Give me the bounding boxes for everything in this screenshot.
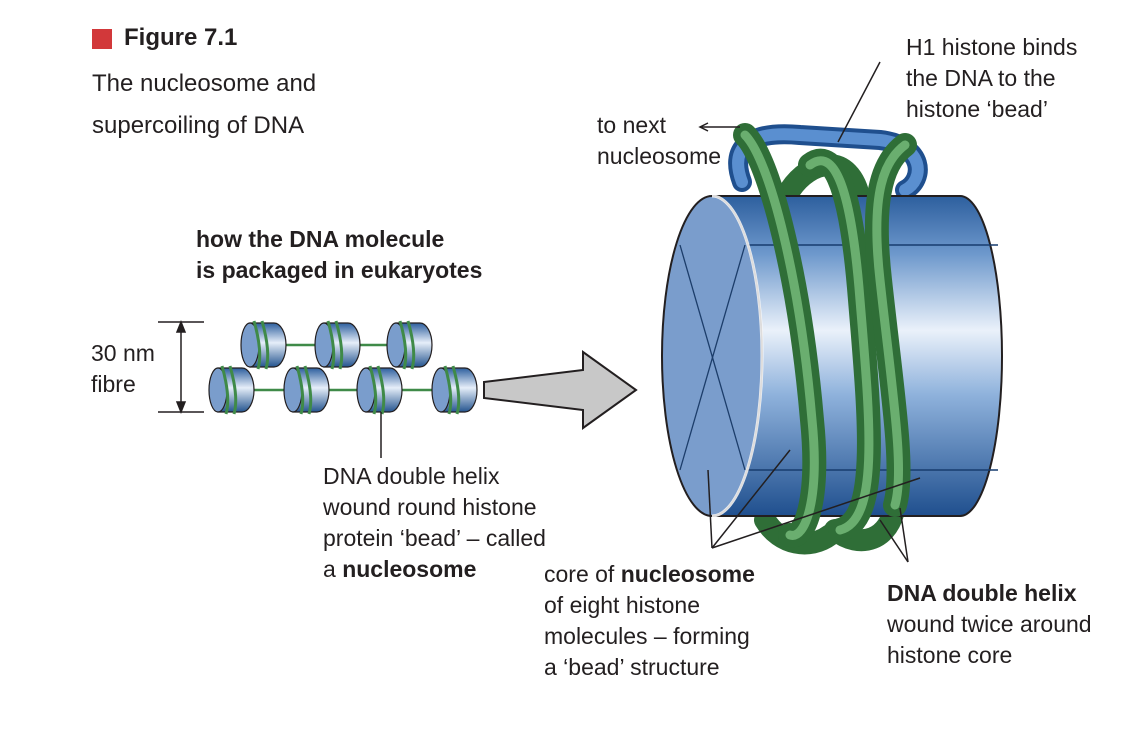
- core-label-line: molecules – forming: [544, 623, 750, 649]
- nucleosome-label-prefix: a: [323, 556, 343, 582]
- dna-helix-title: DNA double helix: [887, 580, 1077, 606]
- histone-core-cylinder: [661, 194, 1003, 518]
- core-label: core of nucleosome of eight histone mole…: [544, 559, 755, 683]
- core-label-line: of eight histone: [544, 592, 701, 618]
- next-nucleosome-line: to next: [597, 112, 667, 138]
- dna-helix-line: wound twice around: [887, 611, 1092, 637]
- h1-histone-label: H1 histone binds the DNA to the histone …: [906, 32, 1077, 125]
- nucleosome-label: DNA double helix wound round histone pro…: [323, 461, 546, 585]
- small-nucleosome: [431, 365, 478, 415]
- nucleosome-label-line: DNA double helix: [323, 463, 500, 489]
- dna-helix-line: histone core: [887, 642, 1013, 668]
- packaging-heading: how the DNA molecule is packaged in euka…: [196, 224, 482, 286]
- figure-caption-line: The nucleosome and: [92, 70, 317, 97]
- fibre-label: 30 nm fibre: [91, 338, 155, 400]
- right-leader-lines: [698, 61, 921, 563]
- packaging-heading-line: is packaged in eukaryotes: [196, 257, 483, 283]
- nucleosome-label-line: protein ‘bead’ – called: [323, 525, 546, 551]
- nucleosome-term: nucleosome: [342, 556, 477, 582]
- fibre-label-line: fibre: [91, 371, 136, 397]
- h1-label-line: H1 histone binds: [906, 34, 1078, 60]
- h1-label-line: histone ‘bead’: [906, 96, 1048, 122]
- core-label-line: a ‘bead’ structure: [544, 654, 720, 680]
- small-nucleosome: [208, 365, 255, 415]
- core-label-prefix: core of: [544, 561, 621, 587]
- small-nucleosome: [386, 320, 433, 370]
- figure-caption: The nucleosome and supercoiling of DNA: [92, 63, 316, 147]
- next-nucleosome-label: to next nucleosome: [597, 110, 721, 172]
- small-nucleosome: [356, 365, 403, 415]
- small-nucleosome: [240, 320, 287, 370]
- h1-label-line: the DNA to the: [906, 65, 1056, 91]
- nucleosome-label-line: wound round histone: [323, 494, 537, 520]
- dna-helix-label: DNA double helix wound twice around hist…: [887, 578, 1092, 671]
- figure-caption-line: supercoiling of DNA: [92, 112, 305, 139]
- small-nucleosome: [283, 365, 330, 415]
- core-label-line: core of nucleosome: [544, 559, 755, 590]
- fibre-label-line: 30 nm: [91, 340, 155, 366]
- packaging-heading-line: how the DNA molecule: [196, 226, 445, 252]
- fibre-dimension-bracket: [158, 319, 204, 415]
- figure-label: Figure 7.1: [124, 24, 238, 51]
- nucleosome-label-line: a nucleosome: [323, 554, 546, 585]
- small-nucleosome: [314, 320, 361, 370]
- core-nucleosome-term: nucleosome: [620, 561, 755, 587]
- fibre-nucleosomes: [208, 320, 478, 415]
- zoom-arrow: [483, 350, 638, 430]
- figure-marker: [92, 29, 112, 49]
- next-nucleosome-line: nucleosome: [597, 143, 722, 169]
- dna-front-strands: [733, 123, 917, 548]
